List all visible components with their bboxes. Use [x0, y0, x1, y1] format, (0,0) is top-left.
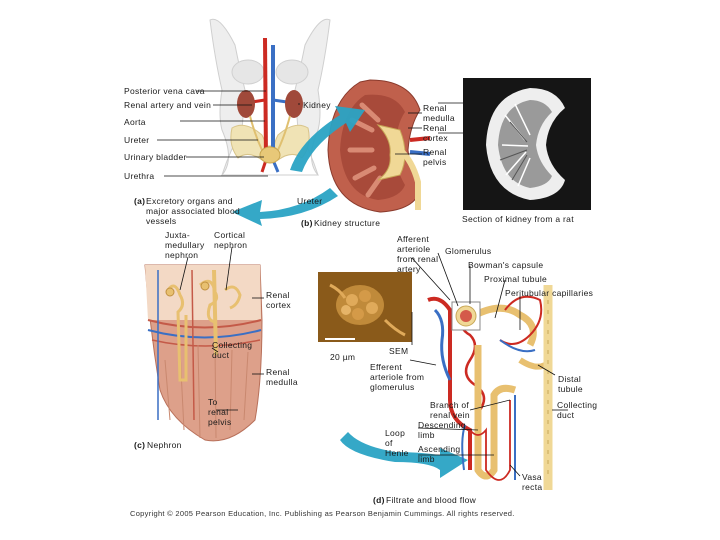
kidneys-a: [237, 90, 303, 164]
caption-c: Nephron: [147, 440, 182, 450]
label-glomerulus: Glomerulus: [445, 246, 492, 256]
label-renal-medulla-b: Renal medulla: [423, 103, 455, 123]
caption-letter-a: (a): [134, 196, 146, 206]
label-ureter-b: Ureter: [297, 196, 323, 206]
rat-kidney-photo: [463, 78, 591, 210]
sem-photo: [318, 272, 412, 342]
caption-letter-b: (b): [301, 218, 313, 228]
label-ascending-limb: Ascending limb: [418, 444, 461, 464]
label-ureter-a: Ureter: [124, 135, 150, 145]
label-efferent-arteriole: Efferent arteriole from glomerulus: [370, 362, 425, 392]
arrow-b-to-c: [232, 188, 338, 226]
copyright-notice: Copyright © 2005 Pearson Education, Inc.…: [130, 509, 515, 518]
label-to-renal-pelvis: To renal pelvis: [208, 397, 232, 427]
arrow-c-to-d: [340, 432, 468, 478]
label-branch-renal-vein: Branch of renal vein: [430, 400, 470, 420]
label-juxtamedullary-nephron: Juxta- medullary nephron: [165, 230, 205, 260]
flow-arrows: [232, 106, 468, 478]
label-vasa-recta: Vasa recta: [522, 472, 543, 492]
label-urethra: Urethra: [124, 171, 155, 181]
leaders-a: [157, 90, 300, 177]
label-renal-artery-vein: Renal artery and vein: [124, 100, 212, 110]
arrow-a-to-b: [290, 106, 365, 172]
label-afferent-arteriole: Afferent arteriole from renal artery: [397, 234, 439, 274]
body-silhouette: [209, 18, 331, 176]
label-aorta: Aorta: [124, 117, 146, 127]
caption-letter-d: (d): [373, 495, 385, 505]
caption-a: Excretory organs and major associated bl…: [146, 196, 241, 226]
label-posterior-vena-cava: Posterior vena cava: [124, 86, 205, 96]
nephron-tubules-c: [157, 269, 242, 421]
label-distal-tubule: Distal tubule: [558, 374, 583, 394]
label-urinary-bladder: Urinary bladder: [124, 152, 187, 162]
label-scale-bar: 20 µm: [330, 352, 356, 362]
label-renal-cortex-b: Renal cortex: [423, 123, 448, 143]
label-sem: SEM: [389, 346, 409, 356]
label-collecting-duct-c: Collecting duct: [212, 340, 253, 360]
caption-b: Kidney structure: [314, 218, 381, 228]
kidney-section: [327, 79, 431, 213]
label-peritubular-capillaries: Peritubular capillaries: [505, 288, 594, 298]
label-renal-cortex-c: Renal cortex: [266, 290, 291, 310]
label-proximal-tubule: Proximal tubule: [484, 274, 548, 284]
label-cortical-nephron: Cortical nephron: [214, 230, 248, 250]
label-bowmans-capsule: Bowman's capsule: [468, 260, 544, 270]
label-renal-medulla-c: Renal medulla: [266, 367, 298, 387]
label-rat-section: Section of kidney from a rat: [462, 214, 574, 224]
label-loop-of-henle: Loop of Henle: [385, 428, 409, 458]
label-collecting-duct-d: Collecting duct: [557, 400, 598, 420]
label-kidney: Kidney: [303, 100, 331, 110]
leaders-d: [409, 252, 568, 477]
caption-d: Filtrate and blood flow: [386, 495, 477, 505]
label-renal-pelvis: Renal pelvis: [423, 147, 447, 167]
caption-letter-c: (c): [134, 440, 146, 450]
label-descending-limb: Descending limb: [418, 420, 466, 440]
leaders-c: [179, 246, 264, 411]
